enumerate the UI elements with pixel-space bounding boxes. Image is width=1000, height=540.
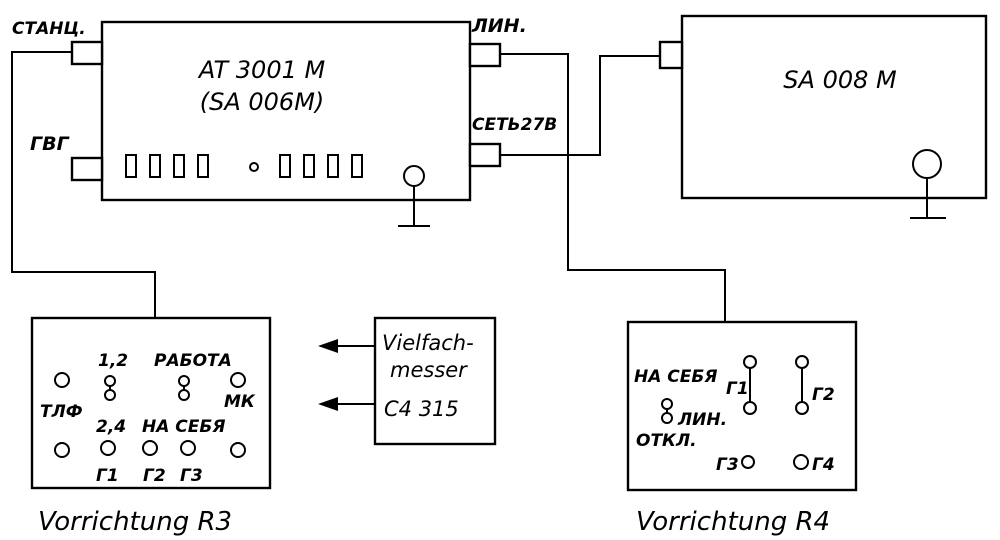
r3-caption: Vorrichtung R3 — [38, 507, 232, 537]
r3-switch2-bottom-label: НА СЕБЯ — [142, 417, 225, 437]
r3-g3-label: Г3 — [180, 466, 203, 486]
r3-switch1-bottom-label: 2,4 — [96, 417, 126, 437]
power-port-label: СЕТЬ27В — [472, 115, 557, 135]
r3-box — [30, 316, 272, 490]
segment — [173, 154, 185, 178]
r4-g2-label: Г2 — [812, 385, 835, 405]
segment — [125, 154, 137, 178]
segment — [327, 154, 339, 178]
multimeter-box — [373, 316, 497, 446]
r4-g4-label: Г4 — [812, 455, 835, 475]
wire-station-to-r3 — [11, 51, 156, 318]
r4-switch-top-label: НА СЕБЯ — [634, 367, 717, 387]
multimeter-label-1: Vielfach- — [382, 331, 474, 355]
r3-g1-label: Г1 — [96, 466, 119, 486]
r3-switch2-top-label: РАБОТА — [154, 351, 232, 371]
indicator-dot — [249, 162, 259, 172]
arrow-icon — [318, 397, 375, 411]
sa008-title: SA 008 M — [783, 66, 897, 94]
r4-switch-bottom-label: ОТКЛ. — [636, 431, 697, 451]
multimeter-label-3: C4 315 — [384, 397, 459, 421]
station-port — [70, 40, 104, 66]
r3-device: Vorrichtung R3 1,2 РАБОТА ТЛФ МК 2,4 НА … — [30, 316, 272, 537]
r3-tlf-label: ТЛФ — [40, 402, 83, 422]
sa008-port — [658, 40, 684, 70]
r4-caption: Vorrichtung R4 — [636, 507, 830, 537]
at3001-device: AT 3001 M (SA 006M) СТАНЦ. ГВГ ЛИН. СЕТЬ… — [12, 15, 557, 227]
line-port-label: ЛИН. — [471, 15, 527, 37]
r4-switch-mid-label: ЛИН. — [677, 410, 727, 430]
at3001-title: AT 3001 M — [197, 56, 326, 84]
gvg-port — [70, 156, 104, 182]
multimeter-device: Vielfach- messer C4 315 — [318, 316, 497, 446]
r4-g1-pair — [743, 355, 757, 415]
r3-switch1-top-label: 1,2 — [98, 351, 128, 371]
sa008-device: SA 008 M — [658, 14, 988, 219]
r3-g2-label: Г2 — [143, 466, 166, 486]
wire-power-to-sa008 — [500, 55, 660, 156]
r4-g4-jack — [793, 454, 809, 470]
r4-g3-label: Г3 — [716, 455, 739, 475]
r4-g3-jack — [741, 455, 755, 469]
r3-g2-jack — [142, 440, 158, 456]
gvg-port-label: ГВГ — [30, 133, 70, 155]
r3-mk-jack — [230, 372, 246, 388]
r3-toggle-switch-2 — [178, 375, 190, 401]
segment — [197, 154, 209, 178]
r3-g1-jack — [100, 440, 116, 456]
sa008-box — [680, 14, 988, 200]
segment — [149, 154, 161, 178]
ground-icon — [398, 165, 430, 227]
r3-g3-jack — [180, 440, 196, 456]
r4-g2-pair — [795, 355, 809, 415]
at3001-subtitle: (SA 006M) — [200, 88, 325, 116]
r3-jack-right — [230, 442, 246, 458]
display-segments — [125, 154, 363, 178]
multimeter-label-2: messer — [390, 358, 468, 382]
at3001-box — [100, 20, 472, 202]
r3-tlf-jack — [54, 372, 70, 388]
line-port — [468, 42, 502, 68]
wire-line-to-r4 — [500, 53, 726, 322]
r3-toggle-switch-1 — [104, 375, 116, 401]
r4-device: Vorrichtung R4 НА СЕБЯ ЛИН. ОТКЛ. Г1 Г2 … — [626, 320, 858, 537]
station-port-label: СТАНЦ. — [12, 19, 86, 39]
segment — [351, 154, 363, 178]
segment — [303, 154, 315, 178]
arrow-icon — [318, 339, 375, 353]
r3-mk-label: МК — [224, 392, 256, 412]
r3-jacks — [54, 372, 246, 458]
r4-g1-label: Г1 — [726, 379, 749, 399]
r4-toggle-switch — [661, 398, 673, 424]
r3-jack-left — [54, 442, 70, 458]
segment — [279, 154, 291, 178]
wires — [11, 51, 726, 322]
ground-icon — [910, 149, 946, 219]
power-port — [468, 142, 502, 168]
